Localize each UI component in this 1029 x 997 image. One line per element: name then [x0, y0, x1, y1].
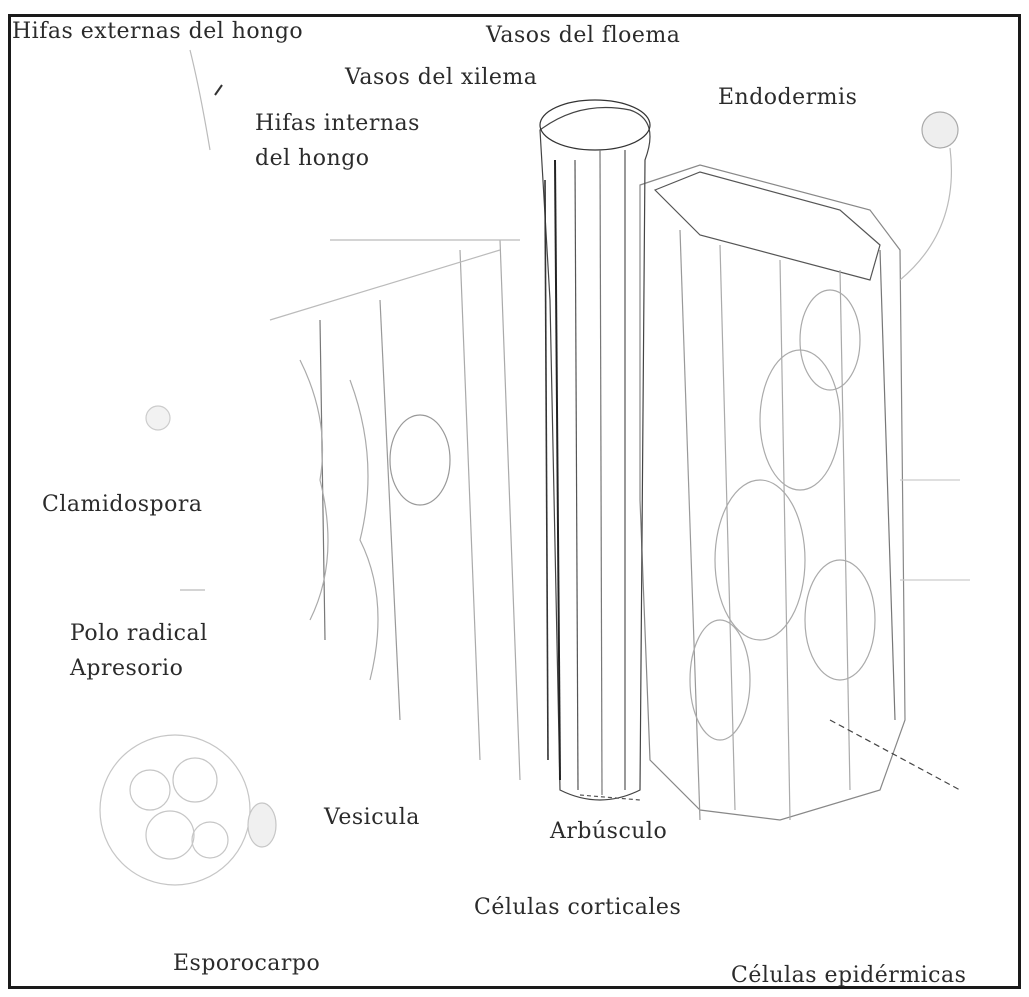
label-chlamydospore: Clamidospora — [42, 491, 202, 519]
label-phloem-vessels: Vasos del floema — [486, 22, 680, 50]
label-root-hair-line2: Apresorio — [70, 655, 183, 683]
cortex-block — [640, 165, 905, 820]
endodermis-ring — [655, 172, 880, 280]
label-sporocarp: Esporocarpo — [173, 950, 320, 978]
label-cortical-cells: Células corticales — [474, 894, 681, 922]
sporocarp — [100, 735, 276, 885]
label-xylem-vessels: Vasos del xilema — [345, 64, 537, 92]
label-internal-hyphae-line2: del hongo — [255, 145, 370, 173]
label-vesicle: Vesicula — [324, 804, 420, 832]
chlamydospore-right — [922, 112, 958, 148]
external-hyphae — [190, 50, 210, 150]
label-external-hyphae: Hifas externas del hongo — [12, 18, 303, 46]
label-arbuscule: Arbúsculo — [550, 818, 667, 846]
chlamydospore-left — [146, 406, 170, 430]
label-endodermis: Endodermis — [718, 84, 857, 112]
vesicle — [390, 415, 450, 505]
label-epidermal-cells: Células epidérmicas — [731, 962, 966, 990]
label-internal-hyphae-line1: Hifas internas — [255, 110, 420, 138]
label-root-hair-line1: Polo radical — [70, 620, 208, 648]
